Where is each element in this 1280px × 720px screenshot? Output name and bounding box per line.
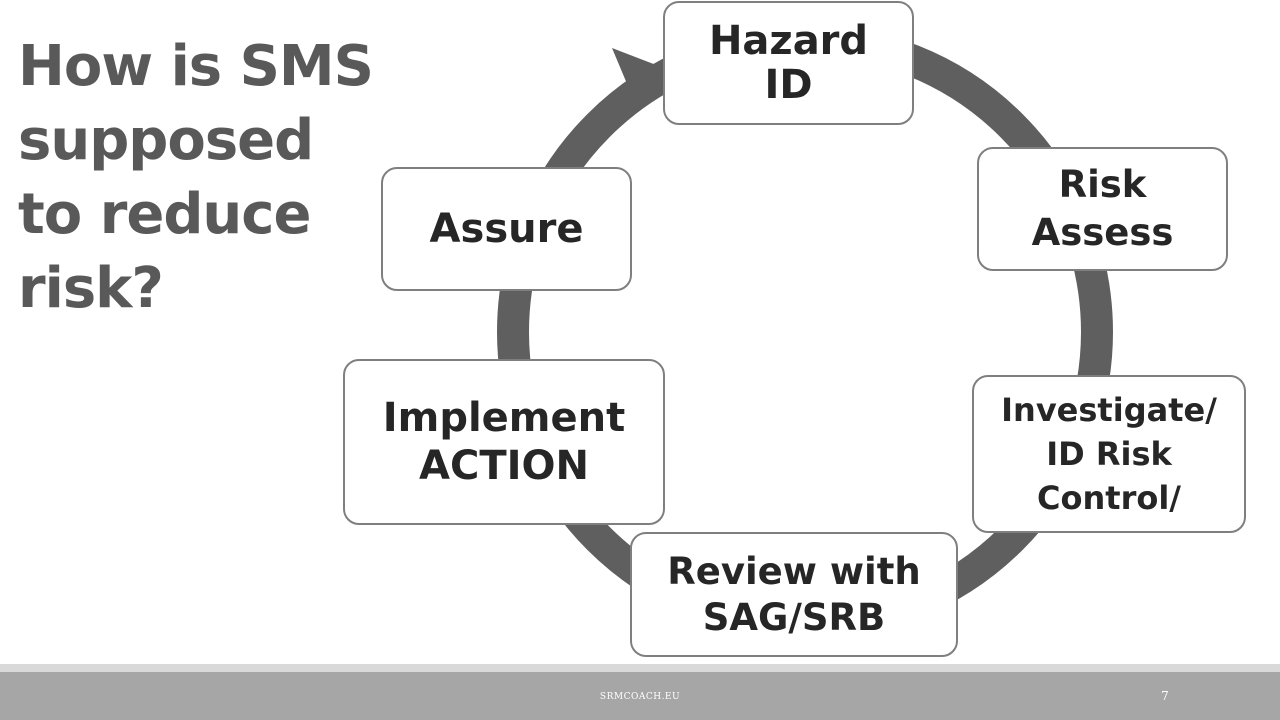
footer-bar — [0, 672, 1280, 720]
cycle-node-risk-assess: Risk Assess — [977, 147, 1228, 271]
footer-divider-strip — [0, 664, 1280, 672]
title-line-2: supposed — [18, 108, 314, 173]
cycle-node-label: Hazard ID — [708, 18, 869, 108]
cycle-node-hazard-id: Hazard ID — [663, 1, 914, 125]
title-line-4: risk? — [18, 256, 164, 321]
cycle-node-label: Implement ACTION — [382, 395, 626, 489]
cycle-node-label: Investigate/ ID Risk Control/ — [1001, 391, 1217, 517]
cycle-node-review: Review with SAG/SRB — [630, 532, 958, 657]
title-line-3: to reduce — [18, 182, 311, 247]
cycle-node-label: Assure — [429, 206, 584, 252]
slide-title: How is SMS supposed to reduce risk? — [18, 30, 398, 326]
cycle-node-label: Risk Assess — [1031, 163, 1174, 254]
page-number: 7 — [1161, 689, 1169, 703]
cycle-arrowhead — [612, 48, 664, 110]
cycle-node-assure: Assure — [381, 167, 632, 291]
title-line-1: How is SMS — [18, 34, 374, 99]
cycle-node-label: Review with SAG/SRB — [667, 549, 921, 639]
cycle-node-investigate: Investigate/ ID Risk Control/ — [972, 375, 1246, 533]
cycle-node-implement-action: Implement ACTION — [343, 359, 665, 525]
footer-site-text: SRMCOACH.EU — [599, 692, 681, 702]
